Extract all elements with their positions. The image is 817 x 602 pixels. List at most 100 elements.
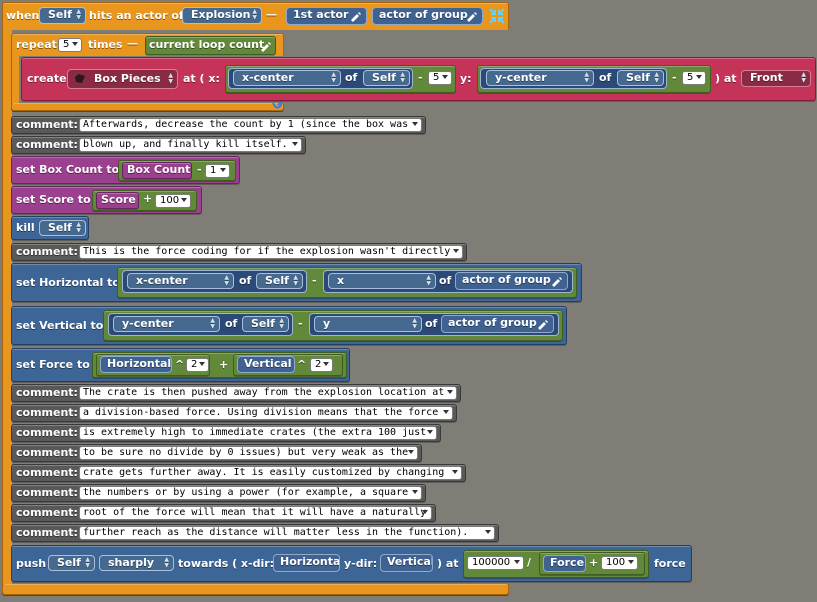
- score-variable[interactable]: Score: [96, 192, 139, 209]
- at-x-label: at ( x:: [183, 72, 220, 85]
- comment-text: Afterwards, decrease the count by 1 (sin…: [83, 119, 409, 130]
- x-dropdown[interactable]: x▲▼: [328, 273, 436, 289]
- of-label: of: [425, 317, 438, 330]
- comment-text-field[interactable]: crate gets further away. It is easily cu…: [79, 466, 462, 480]
- dropdown-arrow-icon: [72, 42, 78, 46]
- self-dropdown[interactable]: Self▲▼: [242, 316, 289, 332]
- actor-of-group-text: actor of group: [379, 8, 468, 21]
- event-type-dropdown[interactable]: Explosion▲▼: [182, 7, 262, 24]
- numerator-input[interactable]: 100000: [467, 556, 524, 570]
- comment-text-field[interactable]: root of the force will mean that it will…: [79, 506, 432, 520]
- dropdown-arrow-icon: [181, 198, 187, 202]
- comment-text-field[interactable]: a division-based force. Using division m…: [79, 406, 453, 420]
- ydir-variable[interactable]: Vertical: [380, 554, 433, 572]
- comment-block[interactable]: comment: a division-based force. Using d…: [11, 404, 457, 422]
- vertical-exponent-input[interactable]: 2: [310, 358, 333, 372]
- y-center-dropdown[interactable]: y-center▲▼: [486, 70, 594, 86]
- event-actor-dropdown[interactable]: Self▲▼: [39, 7, 86, 24]
- dropdown-arrow-icon: [628, 560, 634, 564]
- create-label: create: [27, 72, 67, 85]
- comment-text-field[interactable]: further reach as the distance will matte…: [79, 526, 495, 540]
- kill-block[interactable]: kill Self▲▼: [11, 216, 89, 240]
- comment-block[interactable]: comment: Afterwards, decrease the count …: [11, 116, 426, 134]
- horizontal-exponent-input[interactable]: 2: [186, 358, 209, 372]
- self-dropdown[interactable]: Self▲▼: [256, 273, 303, 289]
- of-label: of: [239, 274, 252, 287]
- comment-label: comment:: [16, 245, 78, 258]
- y-center-dropdown[interactable]: y-center▲▼: [113, 316, 220, 332]
- comment-block[interactable]: comment: to be sure no divide by 0 issue…: [11, 444, 422, 462]
- first-actor-text: 1st actor: [293, 8, 349, 21]
- set-box-count-block[interactable]: set Box Count to Box Count - 1: [11, 156, 240, 184]
- vertical-variable[interactable]: Vertical: [237, 356, 295, 373]
- kill-target-dropdown[interactable]: Self▲▼: [39, 220, 86, 236]
- push-mode-value: sharply: [108, 556, 155, 569]
- collapse-arrows-icon[interactable]: [489, 8, 505, 24]
- x-center-dropdown[interactable]: x-center▲▼: [127, 273, 234, 289]
- comment-block[interactable]: comment: blown up, and finally kill itse…: [11, 136, 306, 154]
- updown-icon: ▲▼: [412, 317, 417, 330]
- comment-text: blown up, and finally kill itself.: [83, 139, 288, 150]
- comment-block[interactable]: comment: This is the force coding for if…: [11, 243, 467, 261]
- set-horizontal-block[interactable]: set Horizontal to x-center▲▼ of Self▲▼ -…: [11, 263, 582, 302]
- self-dropdown[interactable]: Self▲▼: [363, 70, 410, 86]
- actor-of-group-variable[interactable]: actor of group: [372, 7, 483, 25]
- pencil-icon: [351, 12, 361, 22]
- comment-block[interactable]: comment: The crate is then pushed away f…: [11, 384, 461, 402]
- comment-text: root of the force will mean that it will…: [83, 507, 427, 518]
- actor-of-group-variable[interactable]: actor of group: [441, 315, 554, 333]
- comment-text-field[interactable]: the numbers or by using a power (for exa…: [79, 486, 422, 500]
- comment-block[interactable]: comment: the numbers or by using a power…: [11, 484, 426, 502]
- x-offset-input[interactable]: 5: [428, 71, 452, 85]
- y-dropdown[interactable]: y▲▼: [314, 316, 422, 332]
- x-center-dropdown[interactable]: x-center▲▼: [233, 70, 341, 86]
- box-count-variable[interactable]: Box Count: [122, 162, 192, 179]
- actor-type-dropdown[interactable]: Box Pieces▲▼: [67, 69, 178, 89]
- self-dropdown[interactable]: Self▲▼: [617, 70, 664, 86]
- x-center-value: x-center: [136, 274, 188, 287]
- set-score-block[interactable]: set Score to Score + 100: [11, 186, 202, 214]
- push-block[interactable]: push Self▲▼ sharply▲▼ towards ( x-dir: H…: [11, 545, 692, 582]
- layer-dropdown[interactable]: Front▲▼: [741, 70, 811, 87]
- ydir-label: y-dir:: [344, 557, 378, 570]
- when-label: when: [6, 9, 40, 22]
- loop-count-variable[interactable]: current loop count: [145, 36, 276, 55]
- score-text: Score: [101, 193, 136, 206]
- y-offset-input[interactable]: 5: [682, 71, 706, 85]
- set-horizontal-label: set Horizontal to: [16, 276, 120, 289]
- push-target-dropdown[interactable]: Self▲▼: [48, 555, 95, 571]
- comment-block[interactable]: comment: crate gets further away. It is …: [11, 464, 466, 482]
- dropdown-arrow-icon: [443, 410, 449, 414]
- y-label: y:: [460, 72, 472, 85]
- comment-block[interactable]: comment: further reach as the distance w…: [11, 524, 499, 542]
- x-center-value: x-center: [242, 71, 294, 84]
- score-value: 100: [160, 195, 180, 206]
- comment-text-field[interactable]: to be sure no divide by 0 issues) but ve…: [79, 446, 418, 460]
- comment-block[interactable]: comment: is extremely high to immediate …: [11, 424, 441, 442]
- comment-label: comment:: [16, 506, 78, 519]
- push-mode-dropdown[interactable]: sharply▲▼: [99, 555, 174, 571]
- force-variable[interactable]: Force: [543, 555, 586, 572]
- actor-type-value: Box Pieces: [94, 72, 161, 85]
- box-count-value-input[interactable]: 1: [205, 164, 230, 178]
- comment-text-field[interactable]: Afterwards, decrease the count by 1 (sin…: [79, 118, 422, 132]
- updown-icon: ▲▼: [654, 71, 659, 84]
- dropdown-arrow-icon: [408, 450, 414, 454]
- comment-label: comment:: [16, 118, 78, 131]
- comment-text-field[interactable]: blown up, and finally kill itself.: [79, 138, 302, 152]
- xdir-variable[interactable]: Horizontal: [273, 554, 340, 572]
- first-actor-variable[interactable]: 1st actor: [286, 7, 367, 25]
- repeat-count-input[interactable]: 5: [58, 38, 82, 52]
- comment-block[interactable]: comment: root of the force will mean tha…: [11, 504, 436, 522]
- score-value-input[interactable]: 100: [155, 194, 191, 208]
- comment-text-field[interactable]: The crate is then pushed away from the e…: [79, 386, 457, 400]
- of-label: of: [439, 274, 452, 287]
- dropdown-arrow-icon: [422, 510, 428, 514]
- addend-input[interactable]: 100: [601, 556, 638, 570]
- horizontal-variable[interactable]: Horizontal: [100, 356, 172, 373]
- comment-text-field[interactable]: is extremely high to immediate crates (t…: [79, 426, 437, 440]
- comment-text-field[interactable]: This is the force coding for if the expl…: [79, 245, 463, 259]
- set-force-block[interactable]: set Force to Horizontal ^ 2 + Vertical ^…: [11, 348, 350, 382]
- set-vertical-block[interactable]: set Vertical to y-center▲▼ of Self▲▼ - y…: [11, 306, 567, 345]
- actor-of-group-variable[interactable]: actor of group: [455, 272, 568, 290]
